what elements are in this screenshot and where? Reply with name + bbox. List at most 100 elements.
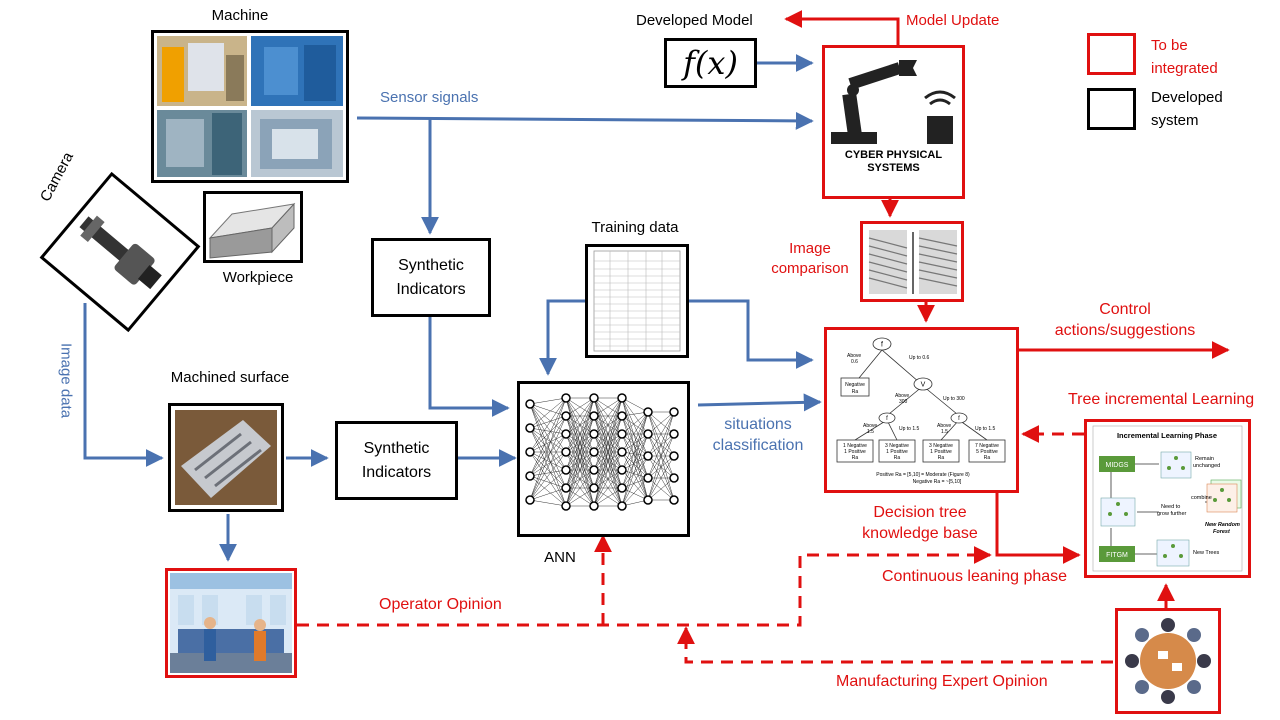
tree-incremental-label: Tree incremental Learning [1068,391,1255,408]
il-midgs-text: MIDGS [1106,462,1129,469]
dt-footer-line1: Positive Ra = [5,10] = Moderate (Figure … [876,472,970,478]
situations-classification-label: situations classification [698,415,818,457]
dt-leaf-1 [836,439,874,463]
arrow-training-to-dt [688,299,814,369]
training-data-label: Training data [591,219,679,236]
camera-icon [79,215,162,290]
dt-node-f-left [878,412,896,424]
sensor-signals-label: Sensor signals [380,89,479,106]
continuous-learning-label: Continuous leaning phase [882,568,1068,585]
ann-neuron [589,483,599,493]
dt-leaf-1-line3: Ra [852,455,859,461]
synthetic-indicators-top: Synthetic Indicators [371,238,491,317]
decision-tree-line2: knowledge base [862,524,978,542]
manufacturing-expert-label: Manufacturing Expert Opinion [836,673,1048,690]
training-data-box [585,244,689,358]
ann-neuron [525,471,535,481]
arrow-synthetic-to-ann [428,316,510,417]
dt-edge-above300-val: 300 [899,399,908,405]
arrow-camera-to-surface [83,303,164,467]
decision-tree-line1: Decision tree [873,504,967,521]
control-line2: actions/suggestions [1054,321,1196,339]
dt-leaf-4-line3: Ra [984,455,991,461]
situations-line2: classification [712,436,804,454]
il-remain-line2: unchanged [1193,463,1220,469]
dt-edge-upto-06: Up to 0.6 [909,355,930,361]
cps-title-line2: SYSTEMS [867,162,920,175]
cps-title-line1: CYBER PHYSICAL [844,148,943,161]
ann-neuron [589,465,599,475]
ann-neuron [561,483,571,493]
legend-black-line1: Developed [1151,89,1223,106]
dt-node-f-left-text: f [886,416,888,422]
control-actions-label: Control actions/suggestions [1040,300,1210,342]
legend-red-swatch [1087,33,1136,75]
arrow-dt-to-incremental [995,493,1081,564]
dt-leaf-3-line3: Ra [938,455,945,461]
dt-leaf-negative-line2: Ra [852,389,859,395]
robot-arm-wifi-icon [831,60,956,144]
ann-neuron [617,411,627,421]
ann-neuron [561,501,571,511]
il-need-line1: Need to [1161,504,1180,510]
dt-leaf-2-line1: 3 Negative [885,443,909,449]
decision-tree-box: f Above 0.6 Up to 0.6 Negative Ra V Abov… [824,327,1019,493]
ann-neuron [617,447,627,457]
arrow-operator-to-continuous [297,546,992,627]
dt-node-v [913,377,933,391]
ann-neuron [643,407,653,417]
ann-neuron [561,465,571,475]
ann-neuron [561,447,571,457]
il-combine: combine [1191,495,1212,501]
decision-tree-diagram: f Above 0.6 Up to 0.6 Negative Ra V Abov… [836,337,1006,485]
synthetic-indicators-bottom: Synthetic Indicators [335,421,458,500]
il-new-rf-line2: Forest [1213,529,1231,535]
ann-neuron [561,411,571,421]
ann-neuron [617,393,627,403]
machined-surface-label: Machined surface [170,369,290,386]
ann-neuron [669,429,679,439]
ann-neuron [617,465,627,475]
ann-neuron [617,483,627,493]
machine-label: Machine [211,7,269,24]
ann-neuron [643,451,653,461]
ann-neuron [617,501,627,511]
ann-neuron [589,393,599,403]
operator-box [165,568,297,678]
image-comparison-label: Image comparison [760,239,860,278]
camera-box [39,171,201,333]
factory-workers-icon [170,573,292,673]
il-remain-line1: Remain [1195,456,1214,462]
ann-neuron [669,451,679,461]
workpiece-box [203,191,303,263]
ann-neuron [525,423,535,433]
cps-title: CYBER PHYSICAL SYSTEMS [825,149,962,177]
ann-neuron [589,411,599,421]
image-data-label: Image data [57,343,75,419]
image-comparison-line1: Image [789,240,831,257]
ann-neuron [669,495,679,505]
ann-neuron [561,393,571,403]
synthetic-bottom-line1: Synthetic [363,440,430,458]
dt-edge-above15-r-val: 1.5 [941,429,948,435]
dt-edge-above15-r: Above [937,423,951,429]
ann-neuron [525,447,535,457]
situations-line1: situations [724,416,792,433]
machined-surface-box [168,403,284,512]
dt-edge-above15-l-val: 1.5 [867,429,874,435]
dt-leaf-1-line2: 1 Positive [844,449,866,455]
dt-edge-upto15-l: Up to 1.5 [899,426,920,432]
ann-neuron [643,429,653,439]
synthetic-top-line2: Indicators [396,280,466,298]
image-comparison-line2: comparison [771,259,849,277]
legend-developed-system: Developed system [1151,87,1223,132]
legend-black-swatch [1087,88,1136,130]
dt-leaf-negative [840,377,870,397]
il-fitgm-text: FITGM [1106,552,1128,559]
dt-edge-upto-300: Up to 300 [943,396,965,402]
machine-photos-box [151,30,349,183]
dt-edge-upto15-r: Up to 1.5 [975,426,996,432]
image-comparison-box [860,221,964,302]
legend-to-be-integrated: To be integrated [1151,35,1218,80]
